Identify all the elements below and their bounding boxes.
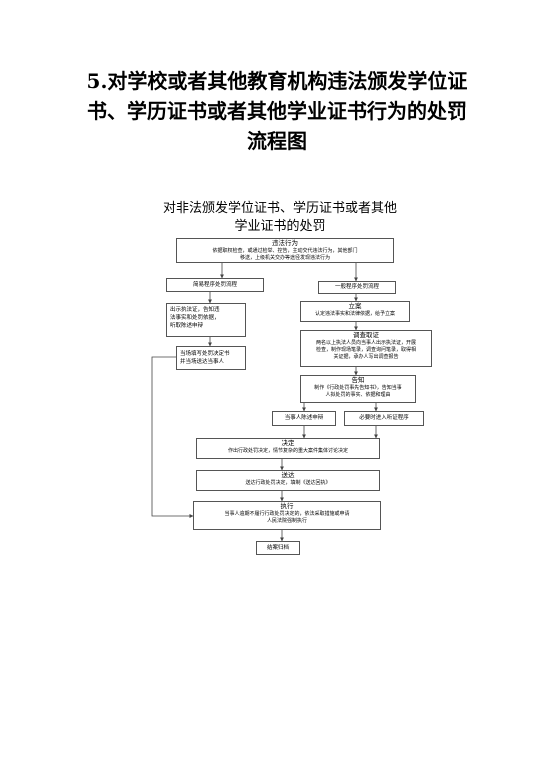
- node-decision-body: 作出行政处罚决定，情节复杂的重大案件集体讨论决定: [227, 448, 348, 454]
- node-file-case-body: 认定违法事实和法律依据，给予立案: [314, 311, 395, 317]
- arrow-onsite-to-execute: [151, 356, 194, 518]
- node-close-case-label: 结案归档: [266, 545, 289, 551]
- node-violation-title: 违法行为: [272, 239, 298, 247]
- node-execute-line-1: 当事人逾期不履行行政处罚决定的，依法采取措施或申请: [224, 511, 350, 517]
- page-title: 5.对学校或者其他教育机构违法颁发学位证 书、学历证书或者其他学业证书行为的处罚…: [40, 66, 514, 156]
- node-notify-title: 告知: [351, 376, 365, 384]
- node-hearing-label: 必要时进入听证程序: [359, 415, 409, 421]
- node-decision: 决定 作出行政处罚决定，情节复杂的重大案件集体讨论决定: [196, 438, 380, 459]
- node-general-procedure: 一般程序处罚流程: [318, 281, 396, 294]
- node-file-case: 立案 认定违法事实和法律依据，给予立案: [300, 301, 410, 322]
- node-deliver: 送达 送达行政处罚决定，填制《送达回执》: [196, 470, 380, 491]
- node-general-procedure-label: 一般程序处罚流程: [334, 284, 379, 290]
- flowchart-title-line-1: 对非法颁发学位证书、学历证书或者其他: [162, 201, 397, 216]
- node-simple-procedure: 简易程序处罚流程: [166, 278, 264, 292]
- node-show-id-line-1: 出示执法证，告知违: [170, 307, 220, 313]
- node-on-site-line-2: 并当场送达当事人: [180, 359, 225, 365]
- node-on-site: 当场填写处罚决定书 并当场送达当事人: [176, 346, 246, 370]
- node-notify: 告知 制作《行政处罚事先告知书》，告知当事 人拟处罚的事实、依据和理由: [300, 375, 416, 403]
- node-on-site-line-1: 当场填写处罚决定书: [180, 351, 230, 357]
- node-execute-title: 执行: [280, 502, 294, 510]
- node-show-id: 出示执法证，告知违 法事实和处罚依据， 听取陈述申辩: [166, 303, 246, 337]
- node-notify-line-2: 人拟处罚的事实、依据和理由: [325, 392, 391, 398]
- node-statement-label: 当事人陈述申辩: [284, 415, 324, 421]
- node-decision-title: 决定: [281, 439, 295, 447]
- node-investigate-line-1: 两名以上执法人员向当事人出示执法证，开展: [315, 340, 416, 346]
- node-violation: 违法行为 依据职权检查，或通过检举、控告，主动交代违法行为，其他部门 移送，上级…: [176, 238, 394, 263]
- node-violation-line-1: 依据职权检查，或通过检举、控告，主动交代违法行为，其他部门: [212, 248, 358, 254]
- node-statement: 当事人陈述申辩: [272, 411, 336, 426]
- node-file-case-title: 立案: [348, 302, 362, 310]
- node-close-case: 结案归档: [256, 541, 300, 555]
- node-investigate: 调查取证 两名以上执法人员向当事人出示执法证，开展 检查，制作现场笔录，调查询问…: [300, 330, 432, 367]
- node-hearing: 必要时进入听证程序: [344, 411, 424, 426]
- flowchart-title: 对非法颁发学位证书、学历证书或者其他 学业证书的处罚: [120, 200, 440, 236]
- node-simple-procedure-label: 简易程序处罚流程: [192, 282, 237, 288]
- node-investigate-line-3: 关证据，承办人写出调查报告: [333, 354, 399, 360]
- node-show-id-line-2: 法事实和处罚依据，: [170, 315, 220, 321]
- page-title-line-1: 5.对学校或者其他教育机构违法颁发学位证: [86, 69, 468, 93]
- node-execute: 执行 当事人逾期不履行行政处罚决定的，依法采取措施或申请 人民法院强制执行: [193, 501, 381, 530]
- node-show-id-line-3: 听取陈述申辩: [170, 323, 204, 329]
- node-investigate-line-2: 检查，制作现场笔录，调查询问笔录，取得相: [315, 347, 416, 353]
- page-title-line-2: 书、学历证书或者其他学业证书行为的处罚: [87, 99, 467, 123]
- node-investigate-title: 调查取证: [353, 331, 379, 339]
- node-violation-line-2: 移送，上级机关交办等途径发现违法行为: [239, 255, 330, 261]
- node-deliver-body: 送达行政处罚决定，填制《送达回执》: [245, 480, 331, 486]
- page-title-line-3: 流程图: [247, 129, 307, 153]
- node-execute-line-2: 人民法院强制执行: [266, 518, 307, 524]
- node-notify-line-1: 制作《行政处罚事先告知书》，告知当事: [314, 385, 402, 391]
- node-deliver-title: 送达: [281, 471, 295, 479]
- flowchart-title-line-2: 学业证书的处罚: [234, 219, 326, 234]
